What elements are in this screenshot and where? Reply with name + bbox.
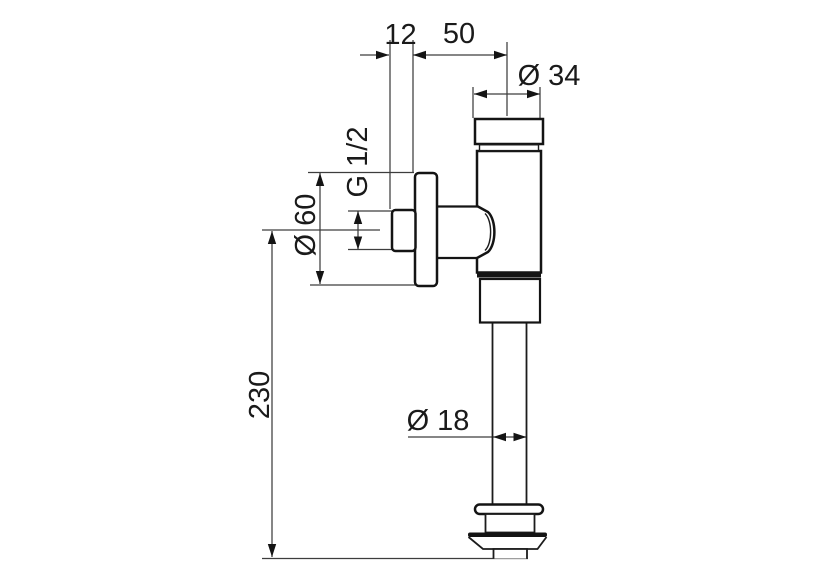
label-installation-height: 230 (244, 371, 276, 419)
dimension-arrows (267, 50, 540, 557)
outlet-disc-flange (473, 503, 545, 516)
arrow-230-top (267, 231, 277, 244)
arrow-d34-right (527, 89, 540, 99)
wall-rosette (413, 171, 439, 288)
body-seal-band (477, 272, 541, 278)
label-head-diameter: Ø 34 (518, 60, 581, 92)
valve-inlet-cone-inner-line (484, 212, 492, 252)
spreader-flange-rim (468, 532, 547, 537)
arrow-g12-bottom (353, 236, 363, 250)
connection-nut (390, 208, 417, 253)
outlet-tailpiece (492, 548, 528, 559)
label-thread-size: G 1/2 (342, 127, 374, 198)
label-pipe-diameter: Ø 18 (407, 405, 470, 437)
arrow-d18-right (513, 432, 527, 442)
label-wall-to-axis: 50 (443, 18, 475, 50)
valve-body (475, 149, 543, 274)
arrow-230-bottom (267, 544, 277, 557)
valve-cap-ring (478, 144, 540, 152)
arrow-d18-left (493, 432, 506, 442)
arrow-d60-bottom (315, 271, 325, 284)
arrow-50-left (413, 50, 426, 60)
arrow-12-left (376, 50, 389, 60)
valve-outline (390, 117, 548, 559)
arrow-d34-left (474, 89, 487, 99)
arrow-50-right (494, 50, 507, 60)
outlet-sleeve (484, 513, 536, 534)
arrow-d60-top (315, 173, 325, 186)
lower-housing (478, 277, 542, 324)
spreader-flange-body (467, 536, 548, 550)
label-nut-protrusion: 12 (384, 19, 416, 51)
arrow-g12-top (353, 211, 363, 224)
dimension-labels: 12 50 Ø 34 G 1/2 Ø 60 230 Ø 18 (244, 18, 580, 437)
label-rosette-diameter: Ø 60 (290, 194, 322, 257)
valve-top-cap (473, 117, 545, 146)
